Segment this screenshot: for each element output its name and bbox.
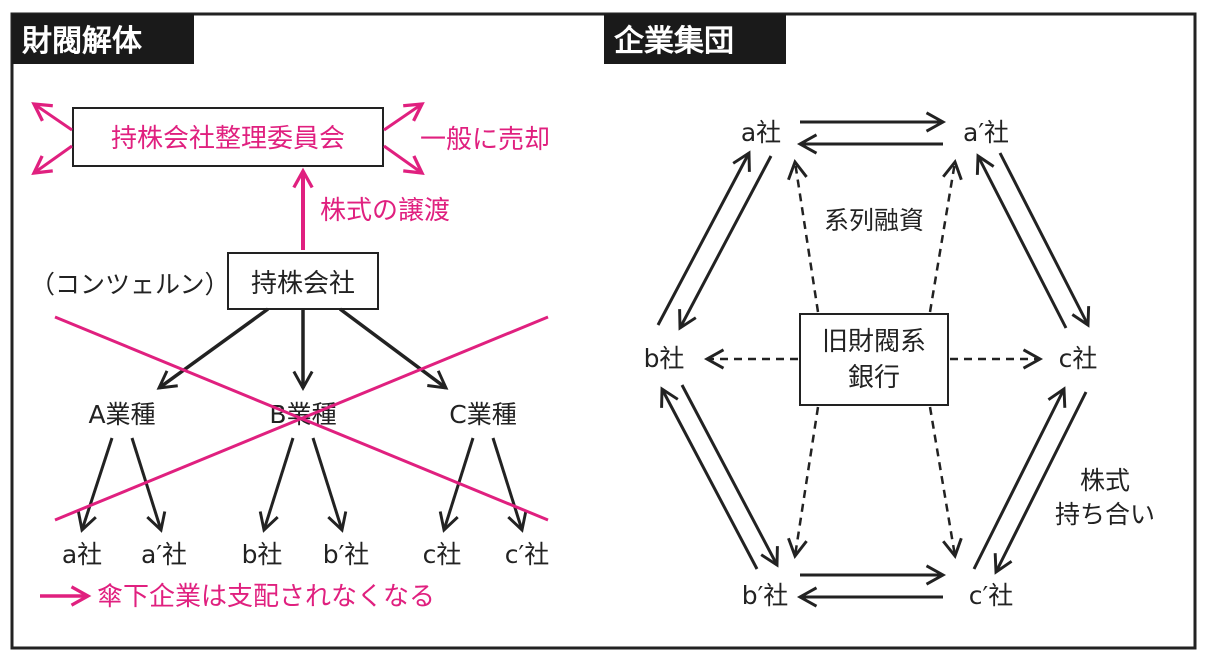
financing-arrow-to-a-prime — [928, 159, 963, 313]
right-title-bg — [604, 14, 786, 64]
arrow-industry-a-to-a-prime — [130, 437, 167, 533]
industry-a: A業種 — [88, 400, 155, 429]
legend-label: 傘下企業は支配されなくなる — [97, 582, 435, 612]
node-b: b社 — [644, 344, 685, 373]
company-a: a社 — [62, 540, 102, 569]
sell-arrow-top-right — [383, 102, 425, 132]
company-c-prime: c′社 — [505, 540, 549, 569]
holding-company-box — [227, 252, 379, 310]
arrow-holding-to-industry-a — [156, 307, 270, 390]
node-b-prime: b′社 — [742, 581, 789, 610]
konzern-label: （コンツェルン） — [30, 270, 230, 299]
sell-arrow-bottom-left — [31, 144, 73, 175]
company-b: b社 — [242, 540, 283, 569]
bank-label-line2: 銀行 — [848, 363, 900, 393]
holding-arrow-c-prime-to-c — [972, 386, 1067, 570]
financing-arrow-to-b-prime — [787, 406, 820, 559]
committee-box — [72, 107, 384, 167]
right-title: 企業集団 — [614, 24, 734, 59]
arrow-industry-b-to-b — [258, 437, 295, 533]
node-c-prime: c′社 — [969, 581, 1013, 610]
holding-arrow-b-to-a — [656, 150, 751, 326]
sell-arrows — [31, 102, 425, 175]
node-a-prime: a′社 — [963, 118, 1009, 147]
cross-holding-label-line1: 株式 — [1080, 466, 1130, 495]
left-title: 財閥解体 — [22, 24, 143, 59]
company-c: c社 — [423, 540, 462, 569]
holding-arrow-c-to-c-prime — [993, 391, 1088, 575]
holding-company-label: 持株会社 — [251, 269, 355, 299]
holding-arrow-b-to-b-prime — [680, 384, 779, 568]
sell-label: 一般に売却 — [420, 125, 550, 155]
arrow-industry-a-to-a — [76, 437, 114, 533]
holding-arrow-a-prime-to-c — [998, 152, 1091, 328]
holding-arrow-b-prime-to-b — [660, 386, 759, 570]
cross-holding-label-line2: 持ち合い — [1055, 500, 1155, 529]
financing-arrow-to-a — [787, 159, 820, 313]
arrow-industry-b-to-b-prime — [311, 437, 348, 533]
company-b-prime: b′社 — [323, 540, 370, 569]
node-c: c社 — [1059, 344, 1098, 373]
node-a: a社 — [741, 118, 781, 147]
bank-box — [799, 313, 949, 406]
outer-border — [10, 12, 1197, 650]
cross-line-2 — [54, 315, 549, 522]
industry-b: B業種 — [269, 400, 336, 429]
financing-label: 系列融資 — [824, 206, 924, 235]
sell-arrow-bottom-right — [383, 144, 425, 175]
sell-arrow-top-left — [31, 102, 73, 132]
bank-label-line1: 旧財閥系 — [822, 327, 926, 357]
holding-arrow-a-to-b — [678, 155, 773, 331]
company-a-prime: a′社 — [141, 540, 187, 569]
arrow-holding-to-industry-c — [338, 307, 449, 390]
left-panel: 財閥解体 持株会社整理委員会 一般に売却 株式の譲渡 （コンツェルン） 持株会社… — [12, 14, 550, 612]
right-panel: 企業集団 a社 a′社 b社 c社 b′社 c′社 旧財閥系 銀行 — [604, 14, 1155, 610]
left-title-bg — [12, 14, 194, 64]
committee-box-label: 持株会社整理委員会 — [111, 124, 345, 154]
transfer-label: 株式の譲渡 — [320, 196, 450, 226]
arrow-industry-c-to-c-prime — [491, 437, 528, 533]
holding-arrow-c-to-a-prime — [975, 153, 1068, 329]
industry-c: C業種 — [449, 400, 516, 429]
financing-arrow-to-c-prime — [928, 406, 963, 559]
